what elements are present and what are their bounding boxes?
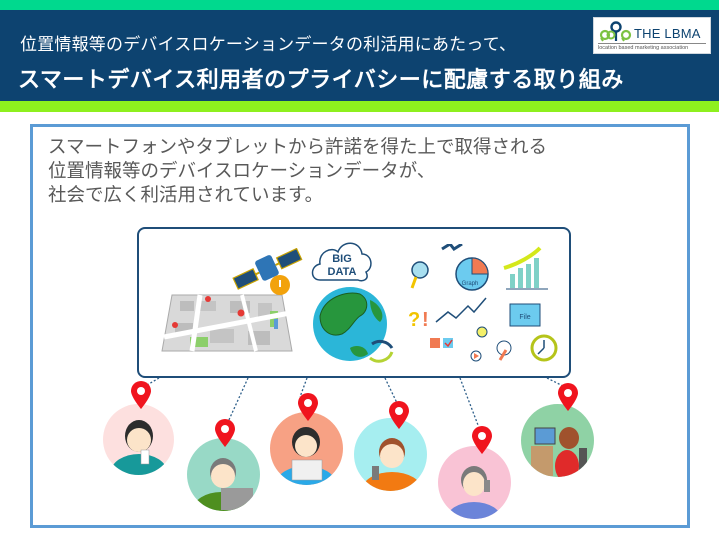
- person-woman-smartphone: [103, 404, 174, 475]
- svg-text:Graph: Graph: [462, 281, 479, 287]
- lightbulb-icon: [476, 326, 488, 338]
- lead-line-1: スマートフォンやタブレットから許諾を得た上で取得される: [48, 137, 547, 158]
- globe-icon: [313, 287, 394, 363]
- person-girl-tablet: [270, 412, 343, 485]
- lead-text: スマートフォンやタブレットから許諾を得た上で取得される 位置情報等のデバイスロケ…: [48, 136, 547, 208]
- location-pin-icon: [389, 401, 409, 429]
- lead-line-3: 社会で広く利活用されています。: [48, 185, 324, 206]
- svg-text:File: File: [519, 314, 530, 321]
- satellite-icon: [232, 248, 303, 295]
- checkbox-icon: [443, 338, 453, 348]
- woman-smartphone-avatar: [111, 420, 167, 475]
- logo-name: THE LBMA: [634, 26, 701, 41]
- woman-call-avatar: [446, 466, 502, 519]
- cloud-label-big: BIG: [332, 253, 352, 265]
- exclamation-icon: !: [422, 309, 429, 331]
- location-pin-icon: [215, 419, 235, 447]
- question-icon: ?: [408, 309, 420, 331]
- girl-tablet-avatar: [276, 427, 336, 485]
- folder-icon: File: [509, 303, 541, 327]
- woman-desk-avatar: [531, 427, 587, 477]
- cloud-icon: BIG DATA: [311, 242, 372, 282]
- location-pin-icon: [298, 393, 318, 421]
- person-man-laptop: [187, 438, 260, 511]
- header-subtitle: 位置情報等のデバイスロケーションデータの利活用にあたって、: [20, 35, 517, 55]
- header-top-accent-bar: [0, 0, 719, 10]
- logo-tagline: location based marketing association: [598, 43, 706, 51]
- analytics-icons-cluster: Graph ? ! File: [408, 244, 558, 362]
- lbma-logo: THE LBMA location based marketing associ…: [593, 17, 711, 54]
- location-pin-icon: [131, 381, 151, 409]
- pie-chart-icon: Graph: [455, 257, 489, 291]
- lead-line-2: 位置情報等のデバイスロケーションデータが、: [48, 161, 436, 182]
- header-bottom-accent-bar: [0, 101, 719, 112]
- line-chart-icon: [435, 297, 487, 323]
- bar-chart-icon: [503, 246, 548, 290]
- man-laptop-avatar: [193, 458, 253, 511]
- person-man-phone-headset: [354, 418, 427, 491]
- location-pins-logo-icon: [599, 21, 632, 42]
- person-woman-desk-pc: [521, 404, 594, 477]
- man-headset-avatar: [362, 438, 422, 491]
- location-pin-icon: [472, 426, 492, 454]
- cloud-label-data: DATA: [328, 266, 357, 278]
- tap-icon: [498, 349, 508, 361]
- person-woman-phone-call: [438, 446, 511, 519]
- page-title: スマートデバイス利用者のプライバシーに配慮する取り組み: [18, 68, 624, 93]
- map-icon: [161, 294, 293, 352]
- location-pin-icon: [558, 383, 578, 411]
- magnifier-icon: [410, 261, 429, 289]
